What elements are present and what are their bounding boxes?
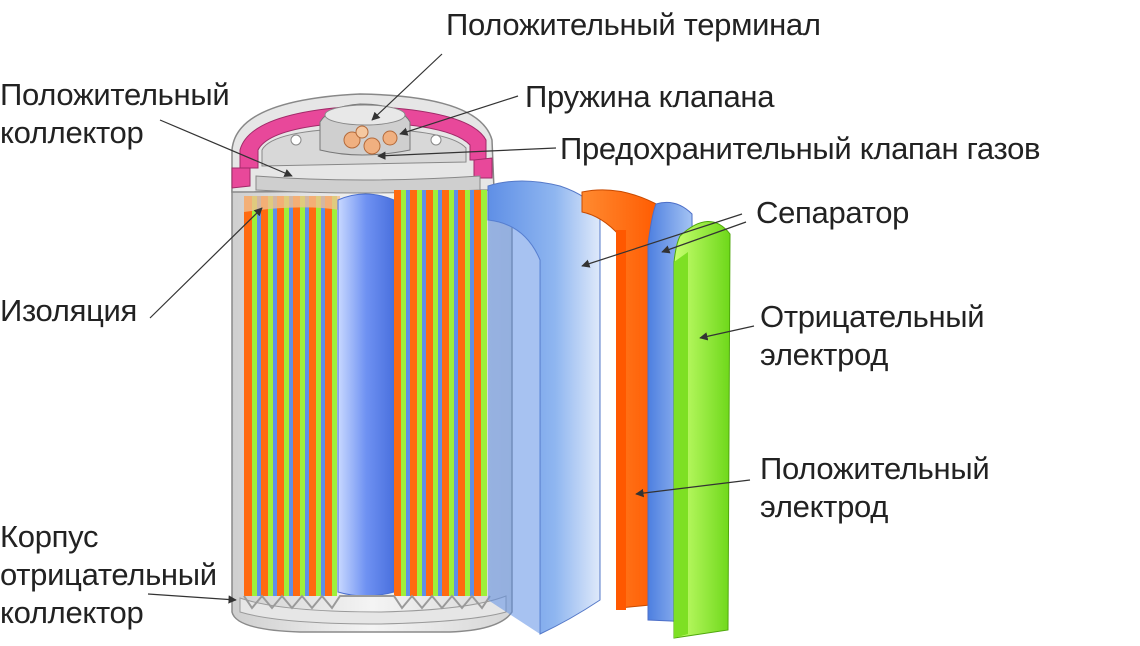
leader-positive-terminal (371, 53, 443, 121)
leader-positive-collector (159, 119, 293, 177)
label-positive-collector: Положительный коллектор (0, 76, 230, 152)
label-positive-terminal: Положительный терминал (446, 7, 821, 42)
label-insulation: Изоляция (0, 293, 138, 328)
label-valve-spring: Пружина клапана (525, 79, 775, 114)
leader-gas-valve (377, 147, 557, 160)
label-gas-safety-valve: Предохранительный клапан газов (560, 131, 1041, 166)
label-case-line1: Корпус (0, 519, 99, 554)
spring (343, 125, 398, 155)
label-negative-electrode-line2: электрод (760, 337, 889, 372)
label-positive-collector-line1: Положительный (0, 77, 230, 112)
label-negative-electrode: Отрицательный электрод (760, 298, 985, 374)
label-negative-electrode-line1: Отрицательный (760, 299, 985, 334)
label-case-line3: коллектор (0, 595, 144, 630)
negative-electrode-sheet (673, 221, 731, 639)
leader-positive-electrode (635, 479, 751, 498)
label-case-negative-collector: Корпус отрицательный коллектор (0, 518, 217, 632)
label-positive-electrode: Положительный электрод (760, 450, 990, 526)
label-positive-collector-line2: коллектор (0, 115, 144, 150)
winding-layers-right (394, 190, 487, 596)
top-cap (231, 93, 495, 194)
label-positive-electrode-line2: электрод (760, 489, 889, 524)
leader-negative-electrode (699, 325, 755, 341)
leader-lines (147, 53, 755, 604)
leader-insulation (149, 207, 263, 319)
label-positive-electrode-line1: Положительный (760, 451, 990, 486)
leader-valve-spring (399, 95, 519, 136)
winding-bottom (243, 594, 491, 610)
leader-separator-1 (581, 213, 743, 268)
label-case-line2: отрицательный (0, 557, 217, 592)
leader-separator-2 (661, 221, 747, 254)
leader-case-collector (147, 593, 237, 604)
central-core (337, 193, 395, 597)
sealing-gasket (239, 105, 487, 169)
label-separator: Сепаратор (756, 195, 910, 230)
separator-sheet-outer (487, 180, 601, 635)
winding-layers-left (244, 196, 340, 596)
